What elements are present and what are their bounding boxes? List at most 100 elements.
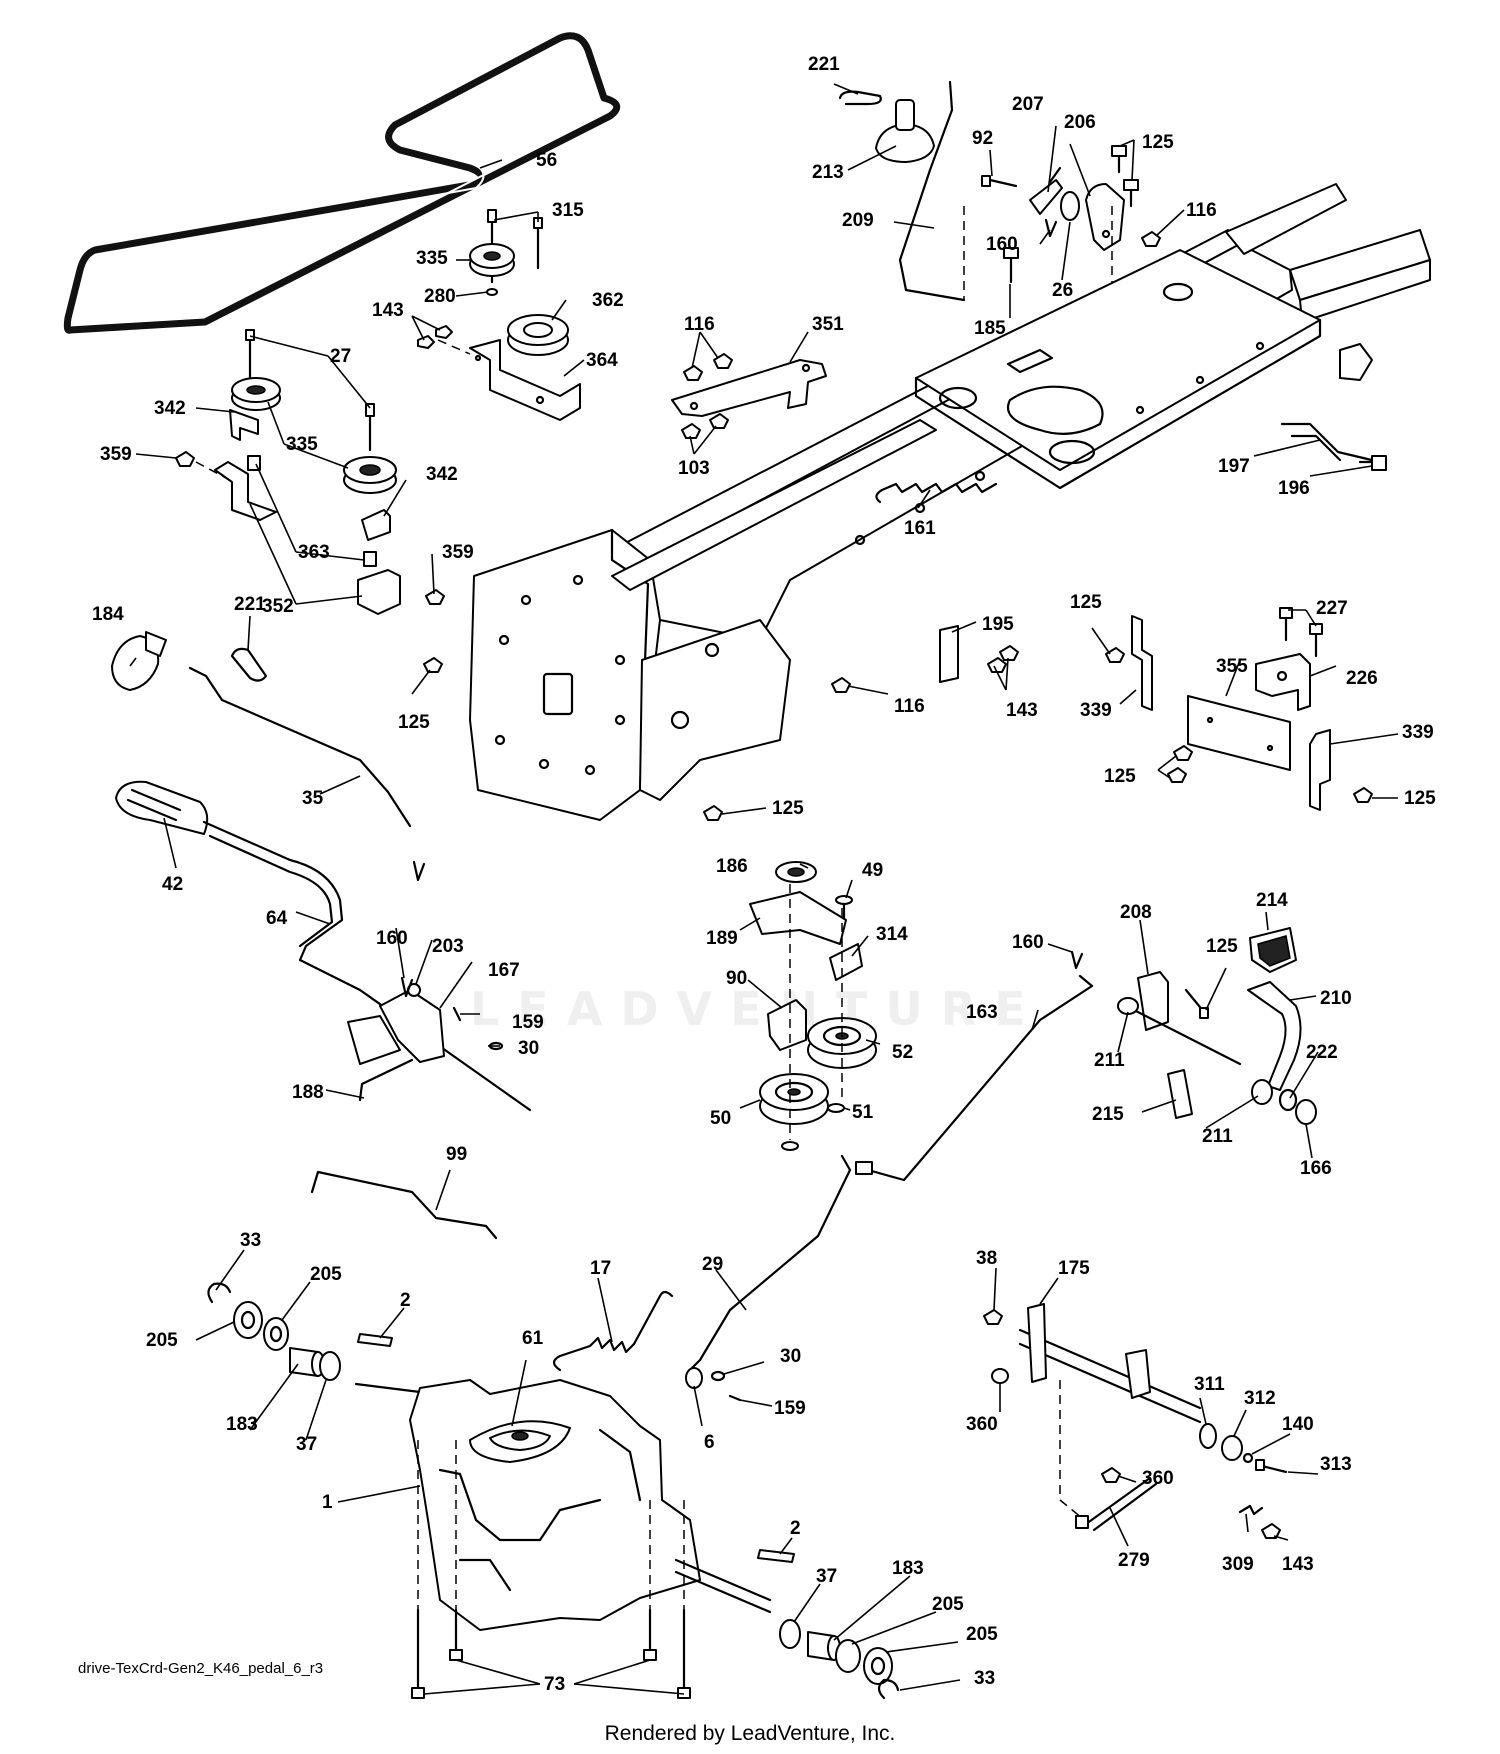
callout-211b: 211	[1202, 1126, 1233, 1147]
spring-161	[875, 482, 998, 504]
pin-159-lower	[728, 1394, 742, 1402]
bolts-227	[1279, 607, 1323, 658]
e-clip-33-left	[207, 1282, 232, 1304]
callout-360: 360	[966, 1414, 998, 1435]
callout-116c: 116	[894, 696, 925, 717]
pedal-shaft-208	[1128, 971, 1242, 1066]
callout-159: 159	[512, 1012, 544, 1033]
callout-213: 213	[812, 162, 844, 183]
callout-315: 315	[552, 200, 584, 221]
callout-227: 227	[1316, 598, 1348, 619]
arm-189	[749, 891, 847, 945]
bolt-313	[1255, 1459, 1288, 1474]
rod-99	[310, 1170, 498, 1240]
callout-186: 186	[716, 856, 748, 877]
bumper-clip	[1339, 343, 1373, 381]
nut-360-lower	[1101, 1467, 1121, 1483]
clip-221-left	[230, 647, 268, 682]
pin-160-top	[1044, 218, 1058, 238]
callout-363: 363	[298, 542, 330, 563]
callout-364: 364	[586, 350, 618, 371]
pulley-335-center	[343, 403, 397, 494]
washer-30-lower	[710, 1370, 726, 1382]
watermark: LEADVENTURE	[470, 982, 1044, 1036]
nuts-143-upper	[417, 325, 471, 355]
hitch-197	[1280, 422, 1382, 464]
drawing-code: drive-TexCrd-Gen2_K46_pedal_6_r3	[78, 1660, 324, 1677]
callout-37: 37	[296, 1434, 317, 1455]
callout-335b: 335	[286, 434, 318, 455]
callout-33: 33	[240, 1230, 261, 1251]
callout-92: 92	[972, 128, 993, 149]
grip-42	[115, 780, 209, 835]
nut-359-right	[425, 589, 445, 605]
washer-205-left-outer	[233, 1301, 263, 1339]
bolt-49	[835, 895, 853, 930]
callout-30b: 30	[780, 1346, 801, 1367]
clip-140	[1242, 1452, 1254, 1464]
callout-35: 35	[302, 788, 324, 809]
callout-222: 222	[1306, 1042, 1338, 1063]
callout-49: 49	[862, 860, 883, 881]
callout-161: 161	[904, 518, 936, 539]
spring-17	[552, 1290, 674, 1372]
callout-52: 52	[892, 1042, 913, 1063]
shift-arm-207	[1029, 166, 1063, 215]
callout-61: 61	[522, 1328, 544, 1349]
pulley-50	[759, 1073, 829, 1125]
washer-205-right-outer	[863, 1647, 893, 1685]
rod-35	[188, 666, 412, 828]
callout-185: 185	[974, 318, 1006, 339]
callout-140: 140	[1282, 1414, 1314, 1435]
knob-184	[111, 631, 167, 691]
bracket-339-left	[1131, 615, 1153, 711]
callout-311: 311	[1194, 1374, 1225, 1395]
callout-175: 175	[1058, 1258, 1090, 1279]
callout-205d: 205	[966, 1624, 998, 1645]
callout-221: 221	[808, 54, 840, 75]
callout-359: 359	[100, 444, 132, 465]
callouts: 221 213 207 92 206 125 116 209 160 26 18…	[92, 54, 1436, 1695]
bolts-125-top	[1111, 145, 1139, 208]
idler-pulley-335-upper	[469, 216, 515, 296]
link-279	[1059, 1476, 1158, 1532]
nut-116-top	[1141, 231, 1161, 247]
callout-184: 184	[92, 604, 124, 625]
bushing-211-upper	[1117, 997, 1139, 1015]
callout-2: 2	[400, 1290, 411, 1311]
bracket-352-left	[214, 461, 277, 521]
callout-205c: 205	[932, 1594, 964, 1615]
bushing-183-left	[289, 1347, 325, 1377]
bracket-90	[767, 999, 807, 1051]
nut-125-frame	[703, 805, 723, 821]
rod-163	[855, 974, 1094, 1182]
callout-51: 51	[852, 1102, 874, 1123]
callout-125b: 125	[398, 712, 430, 733]
callout-209: 209	[842, 210, 874, 231]
plate-206	[1085, 183, 1125, 251]
bracket-352-right	[357, 569, 401, 615]
rod-188	[358, 1058, 414, 1102]
callout-73: 73	[544, 1674, 565, 1695]
callout-27: 27	[330, 346, 351, 367]
callout-214: 214	[1256, 890, 1288, 911]
nuts-116-103	[681, 353, 733, 439]
pulley-335-left	[231, 329, 281, 411]
callout-103: 103	[678, 458, 710, 479]
callout-221b: 221	[234, 594, 266, 615]
callout-342: 342	[154, 398, 186, 419]
callout-188: 188	[292, 1082, 324, 1103]
shaft-175	[1018, 1303, 1202, 1500]
main-frame	[469, 183, 1431, 821]
pin-160-left	[400, 860, 426, 998]
callout-143b: 143	[1006, 700, 1038, 721]
callout-208: 208	[1120, 902, 1152, 923]
bushing-312	[1221, 1435, 1243, 1461]
render-credit: Rendered by LeadVenture, Inc.	[604, 1722, 896, 1745]
nut-143-lower	[1261, 1523, 1281, 1539]
callout-205b: 205	[146, 1330, 178, 1351]
callout-26: 26	[1052, 280, 1073, 301]
callout-125f: 125	[772, 798, 804, 819]
callout-351: 351	[812, 314, 844, 335]
drive-belt	[63, 32, 621, 334]
